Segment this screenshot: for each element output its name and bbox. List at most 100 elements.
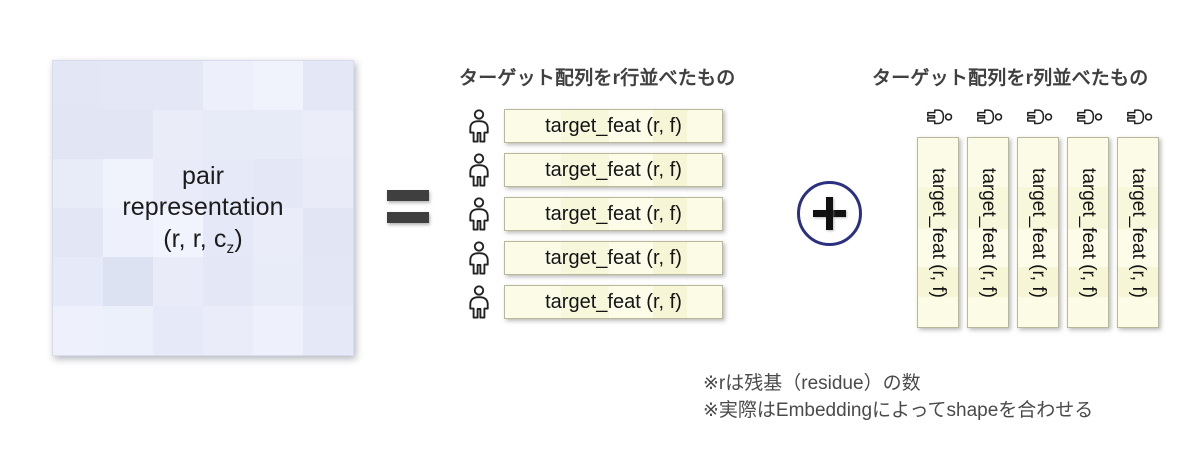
person-upright-icon bbox=[469, 109, 489, 143]
target-feat-column-label-wrap: target_feat (r, f) bbox=[968, 138, 1008, 327]
pair-grid-cell-0-2 bbox=[153, 61, 203, 110]
feat-box-stripes bbox=[968, 138, 1008, 327]
target-feat-row-label: target_feat (r, f) bbox=[545, 158, 682, 181]
feat-box-stripes bbox=[1018, 138, 1058, 327]
feat-stripe bbox=[652, 286, 688, 318]
person-upright-icon bbox=[469, 241, 489, 275]
pair-grid-cell-5-5 bbox=[303, 306, 353, 355]
pair-grid-cell-4-0 bbox=[53, 257, 103, 306]
pair-grid-cell-3-3 bbox=[203, 208, 253, 257]
target-feat-row-label: target_feat (r, f) bbox=[545, 202, 682, 225]
feat-box-stripes bbox=[918, 138, 958, 327]
feat-stripe bbox=[687, 242, 722, 274]
feat-stripe bbox=[687, 154, 722, 186]
column-item: target_feat (r, f) bbox=[1067, 106, 1109, 328]
feat-stripe bbox=[609, 110, 653, 142]
pair-label-line1: pair bbox=[181, 161, 225, 190]
target-feat-row-label: target_feat (r, f) bbox=[545, 114, 682, 137]
pair-grid-cell-0-1 bbox=[103, 61, 153, 110]
feat-stripe bbox=[918, 228, 958, 267]
feat-stripe bbox=[652, 154, 688, 186]
column-item: target_feat (r, f) bbox=[1117, 106, 1159, 328]
feat-stripe bbox=[609, 198, 653, 230]
equals-bar-bottom bbox=[387, 212, 429, 223]
pair-grid-cell-0-4 bbox=[253, 61, 303, 110]
feat-stripe bbox=[1018, 266, 1058, 297]
feat-stripe bbox=[1118, 266, 1158, 297]
target-feat-row-box: target_feat (r, f) bbox=[504, 109, 723, 143]
pair-grid-cell-1-2 bbox=[153, 110, 203, 159]
pair-grid-cell-4-5 bbox=[303, 257, 353, 306]
target-feat-column-box: target_feat (r, f) bbox=[967, 137, 1009, 328]
person-sideways-icon bbox=[977, 109, 1003, 125]
feat-stripe bbox=[1018, 187, 1058, 229]
person-sideways-icon bbox=[1027, 109, 1053, 125]
feat-stripe bbox=[1018, 138, 1058, 188]
target-feat-row-label: target_feat (r, f) bbox=[545, 246, 682, 269]
column-item: target_feat (r, f) bbox=[967, 106, 1009, 328]
target-feat-column-label: target_feat (r, f) bbox=[978, 167, 999, 298]
feat-box-stripes bbox=[505, 242, 722, 274]
pair-grid-cell-1-0 bbox=[53, 110, 103, 159]
person-sideways-icon bbox=[1077, 109, 1103, 125]
feat-stripe bbox=[561, 110, 610, 142]
target-feat-column-label: target_feat (r, f) bbox=[1128, 167, 1149, 298]
feat-stripe bbox=[1068, 187, 1108, 229]
pair-grid-cell-2-0 bbox=[53, 159, 103, 208]
pair-grid-cell-0-0 bbox=[53, 61, 103, 110]
feat-stripe bbox=[505, 110, 562, 142]
feat-stripe bbox=[505, 154, 562, 186]
target-feat-column-label-wrap: target_feat (r, f) bbox=[1118, 138, 1158, 327]
target-feat-column-label: target_feat (r, f) bbox=[1028, 167, 1049, 298]
target-feat-row-box: target_feat (r, f) bbox=[504, 241, 723, 275]
person-upright-icon bbox=[469, 153, 489, 187]
pair-grid-cell-2-1 bbox=[103, 159, 153, 208]
feat-stripe bbox=[918, 138, 958, 188]
target-feat-column-label-wrap: target_feat (r, f) bbox=[1068, 138, 1108, 327]
pair-representation-grid bbox=[53, 61, 353, 355]
rows-section-heading: ターゲット配列をr行並べたもの bbox=[459, 68, 736, 89]
feat-stripe bbox=[1068, 266, 1108, 297]
feat-stripe bbox=[968, 296, 1008, 327]
footnote-line-2: ※実際はEmbeddingによってshapeを合わせる bbox=[703, 399, 1094, 421]
plus-bar-vertical bbox=[826, 197, 833, 230]
pair-grid-cell-3-2 bbox=[153, 208, 203, 257]
pair-grid-cell-2-2 bbox=[153, 159, 203, 208]
feat-stripe bbox=[652, 110, 688, 142]
column-item: target_feat (r, f) bbox=[1017, 106, 1059, 328]
pair-grid-cell-4-2 bbox=[153, 257, 203, 306]
target-feat-row-box: target_feat (r, f) bbox=[504, 153, 723, 187]
person-upright-icon bbox=[469, 197, 489, 231]
feat-stripe bbox=[918, 187, 958, 229]
pair-grid-cell-0-5 bbox=[303, 61, 353, 110]
pair-grid-cell-3-0 bbox=[53, 208, 103, 257]
pair-grid-cell-1-4 bbox=[253, 110, 303, 159]
feat-stripe bbox=[1118, 187, 1158, 229]
pair-grid-cell-4-1 bbox=[103, 257, 153, 306]
feat-stripe bbox=[968, 266, 1008, 297]
person-upright-icon bbox=[469, 285, 489, 319]
feat-stripe bbox=[561, 286, 610, 318]
feat-box-stripes bbox=[505, 110, 722, 142]
pair-grid-cell-1-3 bbox=[203, 110, 253, 159]
feat-stripe bbox=[1118, 296, 1158, 327]
target-feat-row-box: target_feat (r, f) bbox=[504, 285, 723, 319]
pair-grid-cell-5-0 bbox=[53, 306, 103, 355]
column-item: target_feat (r, f) bbox=[917, 106, 959, 328]
target-feat-column-label-wrap: target_feat (r, f) bbox=[918, 138, 958, 327]
footnote-line-1: ※rは残基（residue）の数 bbox=[703, 373, 921, 394]
feat-box-stripes bbox=[505, 198, 722, 230]
pair-grid-cell-3-5 bbox=[303, 208, 353, 257]
feat-stripe bbox=[609, 242, 653, 274]
rows-section-stack: target_feat (r, f) target_feat (r, f) targ… bbox=[466, 108, 723, 320]
target-feat-column-label-wrap: target_feat (r, f) bbox=[1018, 138, 1058, 327]
target-feat-column-label: target_feat (r, f) bbox=[928, 167, 949, 298]
pair-grid-cell-3-1 bbox=[103, 208, 153, 257]
feat-box-stripes bbox=[1068, 138, 1108, 327]
feat-stripe bbox=[1018, 228, 1058, 267]
feat-stripe bbox=[687, 286, 722, 318]
feat-stripe bbox=[968, 187, 1008, 229]
feat-stripe bbox=[1118, 138, 1158, 188]
feat-box-stripes bbox=[1118, 138, 1158, 327]
feat-stripe bbox=[968, 138, 1008, 188]
